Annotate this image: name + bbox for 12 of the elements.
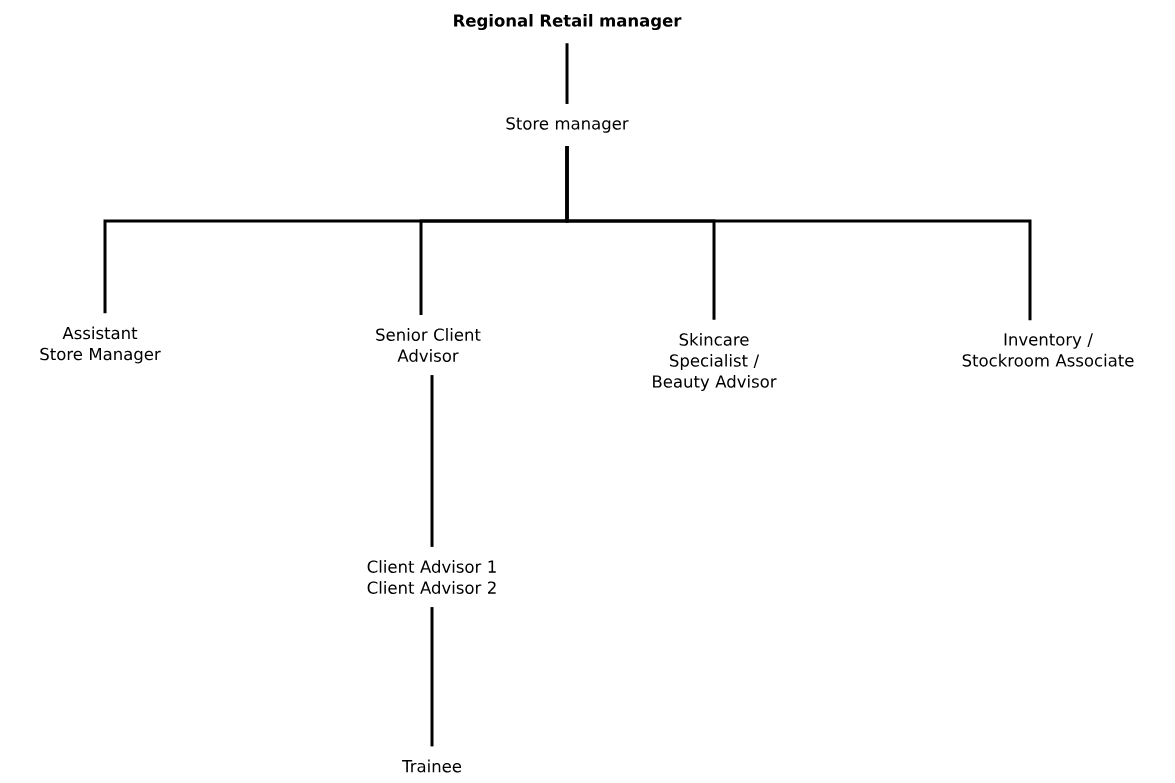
role-label: Senior Client Advisor	[376, 328, 481, 362]
role-label: Store manager	[506, 117, 629, 133]
role-label: Skincare Specialist / Beauty Advisor	[653, 333, 777, 391]
title-text: Regional Retail manager	[454, 13, 682, 31]
connector-line	[565, 146, 1032, 321]
role-label: Client Advisor 1 Client Advisor 2	[367, 560, 496, 594]
connector-line	[430, 375, 434, 547]
connector-line	[430, 607, 434, 747]
role-label: Assistant Store Manager	[40, 326, 161, 364]
connector-line	[565, 43, 569, 104]
role-label: Inventory / Stockroom Associate	[962, 333, 1134, 367]
role-label: Trainee	[402, 759, 462, 773]
